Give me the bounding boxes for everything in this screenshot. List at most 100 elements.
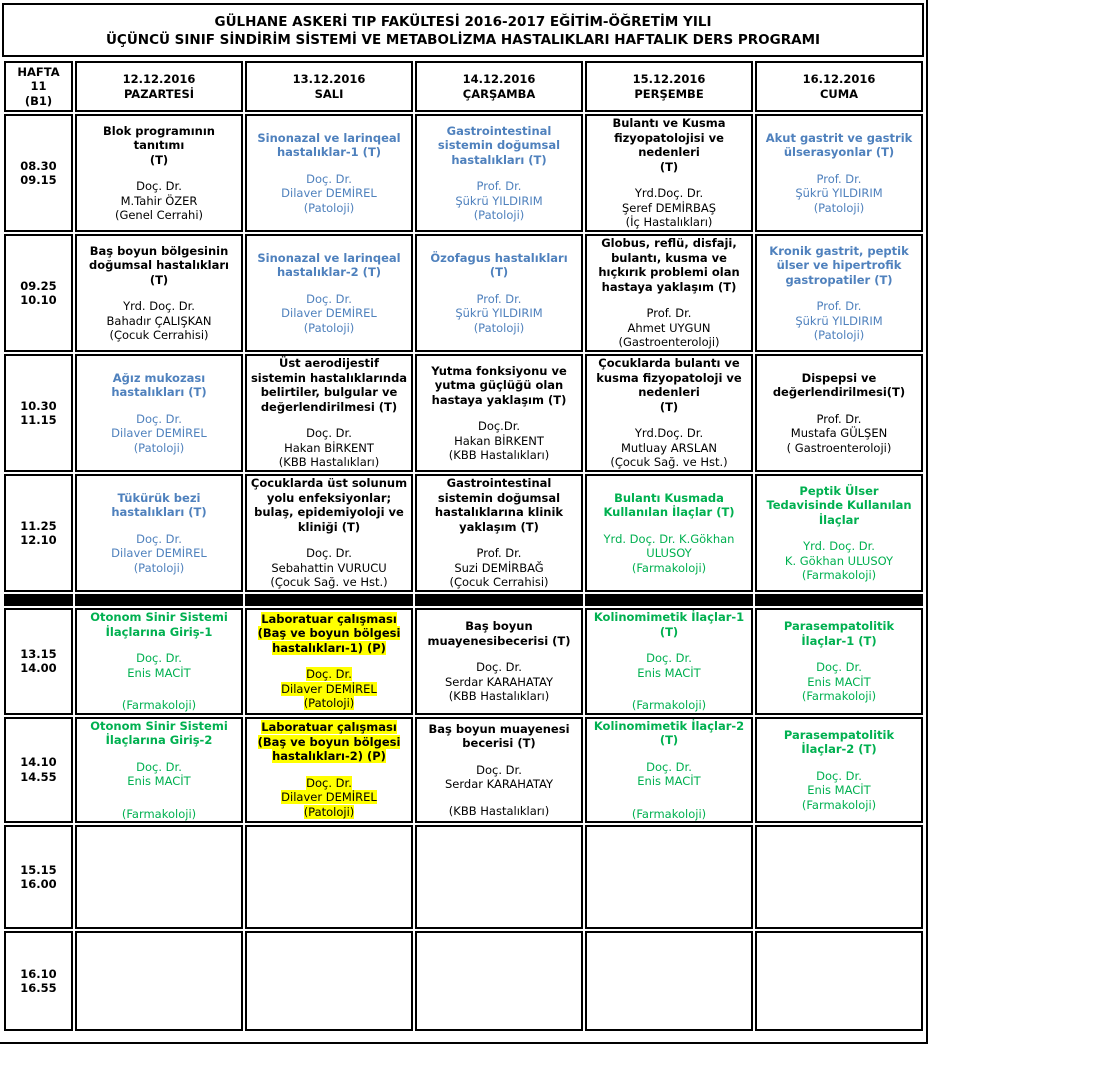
lesson-title: Blok programının tanıtımı <box>103 123 215 153</box>
empty-cell <box>75 825 243 929</box>
lecturer-name: Hakan BİRKENT <box>454 433 544 448</box>
department: (Genel Cerrahi) <box>114 208 204 222</box>
lecturer-rank: Doç.Dr. <box>477 419 521 433</box>
lesson-cell: Otonom Sinir Sistemi İlaçlarına Giriş-1 … <box>75 608 243 715</box>
lecturer-rank: Doç. Dr. <box>136 179 182 193</box>
lecturer-name: Mutluay ARSLAN <box>620 440 717 455</box>
lesson-title: Parasempatolitik İlaçlar-2 (T) <box>783 727 895 757</box>
department: (Patoloji) <box>813 328 865 342</box>
lecturer-name: Şeref DEMİRBAŞ <box>621 200 717 215</box>
end-time: 14.55 <box>20 769 57 784</box>
department: (Patoloji) <box>473 320 525 335</box>
lecturer-rank: Yrd.Doç. Dr. <box>634 186 704 201</box>
title-line-2: ÜÇÜNCÜ SINIF SİNDİRİM SİSTEMİ VE METABOL… <box>105 32 821 48</box>
start-time: 16.10 <box>20 966 57 981</box>
department: (Farmakoloji) <box>801 797 877 812</box>
department: (Farmakoloji) <box>121 806 197 821</box>
lesson-cell: Baş boyun bölgesinin doğumsal hastalıkla… <box>75 234 243 352</box>
lesson-cell: Laboratuar çalışması (Baş ve boyun bölge… <box>245 608 413 715</box>
department: (Patoloji) <box>813 200 865 215</box>
lesson-cell: Parasempatolitik İlaçlar-2 (T) Doç. Dr. … <box>755 716 923 823</box>
lecturer-rank: Doç. Dr. <box>476 660 522 674</box>
lesson-title: Gastrointestinal sistemin doğumsal hasta… <box>437 123 561 167</box>
lesson-title: Otonom Sinir Sistemi İlaçlarına Giriş-2 <box>90 718 228 748</box>
day-name: SALI <box>314 86 344 101</box>
lecturer-name: Hakan BİRKENT <box>284 440 374 455</box>
department: (Gastroenteroloji) <box>618 335 720 350</box>
title-line-1: GÜLHANE ASKERİ TIP FAKÜLTESİ 2016-2017 E… <box>214 14 712 30</box>
lecturer-rank: Prof. Dr. <box>476 291 522 306</box>
lecturer-name: Serdar KARAHATAY <box>445 777 553 791</box>
end-time: 14.00 <box>20 661 57 676</box>
lesson-type: (T) <box>149 152 169 167</box>
lesson-title: Parasempatolitik İlaçlar-1 (T) <box>783 619 895 648</box>
department: (KBB Hastalıkları) <box>448 803 550 818</box>
day-date: 14.12.2016 <box>462 72 536 86</box>
lecturer-rank: Doç. Dr. <box>136 411 182 426</box>
lesson-type: (T) <box>659 399 679 414</box>
lesson-title: Üst aerodijestif sistemin hastalıklarınd… <box>250 356 408 414</box>
lunch-separator <box>4 594 923 606</box>
department: (KBB Hastalıkları) <box>278 455 380 470</box>
lesson-cell: Blok programının tanıtımı (T) Doç. Dr. M… <box>75 114 243 232</box>
department: (Farmakoloji) <box>631 806 707 821</box>
lesson-cell: Kronik gastrit, peptik ülser ve hipertro… <box>755 234 923 352</box>
department: (Patoloji) <box>133 560 185 575</box>
lecturer-name: Enis MACİT <box>637 774 701 788</box>
lesson-cell: Baş boyun muayenesibecerisi (T) Doç. Dr.… <box>415 608 583 715</box>
lesson-title: Laboratuar çalışması (Baş ve boyun bölge… <box>257 720 401 764</box>
lesson-title: Bulantı ve Kusma fizyopatolojisi ve nede… <box>612 116 726 160</box>
lecturer-name: Dilaver DEMİREL <box>111 426 207 441</box>
lesson-cell: Otonom Sinir Sistemi İlaçlarına Giriş-2 … <box>75 716 243 823</box>
lecturer-name: Enis MACİT <box>807 674 871 689</box>
end-time: 12.10 <box>20 533 57 547</box>
end-time: 09.15 <box>20 173 57 187</box>
lecturer-name: Enis MACİT <box>637 665 701 680</box>
day-name: ÇARŞAMBA <box>462 86 536 101</box>
start-time: 14.10 <box>20 755 57 770</box>
empty-cell <box>245 825 413 929</box>
lecturer-rank: Prof. Dr. <box>816 171 862 186</box>
lesson-cell: Sinonazal ve larinqeal hastalıklar-1 (T)… <box>245 114 413 232</box>
lesson-title: Özofagus hastalıkları (T) <box>430 250 568 280</box>
lecturer-name: Enis MACİT <box>127 665 191 680</box>
lecturer-rank: Doç. Dr. <box>306 546 352 561</box>
end-time: 16.55 <box>20 981 57 995</box>
lecturer-rank: Doç. Dr. <box>136 531 182 546</box>
department: (Farmakoloji) <box>121 698 197 712</box>
department: (İç Hastalıkları) <box>625 215 713 230</box>
start-time: 11.25 <box>20 518 57 533</box>
department: (Patoloji) <box>303 320 355 335</box>
lesson-title: Baş boyun muayenesibecerisi (T) <box>427 619 571 648</box>
lecturer-name: Ahmet UYGUN <box>627 320 711 335</box>
empty-cell <box>415 825 583 929</box>
lecturer-name: M.Tahir ÖZER <box>120 193 198 208</box>
lesson-title: Sinonazal ve larinqeal hastalıklar-2 (T) <box>257 250 401 280</box>
lesson-title: Baş boyun bölgesinin doğumsal hastalıkla… <box>89 243 229 287</box>
lecturer-rank: Doç. Dr. <box>306 291 352 306</box>
lecturer-rank: Doç. Dr. <box>306 426 352 441</box>
empty-cell <box>755 931 923 1031</box>
day-date: 15.12.2016 <box>632 72 706 86</box>
lecturer-rank: Doç. Dr. <box>306 667 352 682</box>
lesson-cell: Globus, reflü, disfaji, bulantı, kusma v… <box>585 234 753 352</box>
department: ( Gastroenteroloji) <box>786 440 892 455</box>
lesson-cell: Yutma fonksiyonu ve yutma güçlüğü olan h… <box>415 354 583 472</box>
lesson-title: Sinonazal ve larinqeal hastalıklar-1 (T) <box>257 130 401 160</box>
lesson-cell: Çocuklarda üst solunum yolu enfeksiyonla… <box>245 474 413 592</box>
week-label: HAFTA <box>17 64 60 79</box>
